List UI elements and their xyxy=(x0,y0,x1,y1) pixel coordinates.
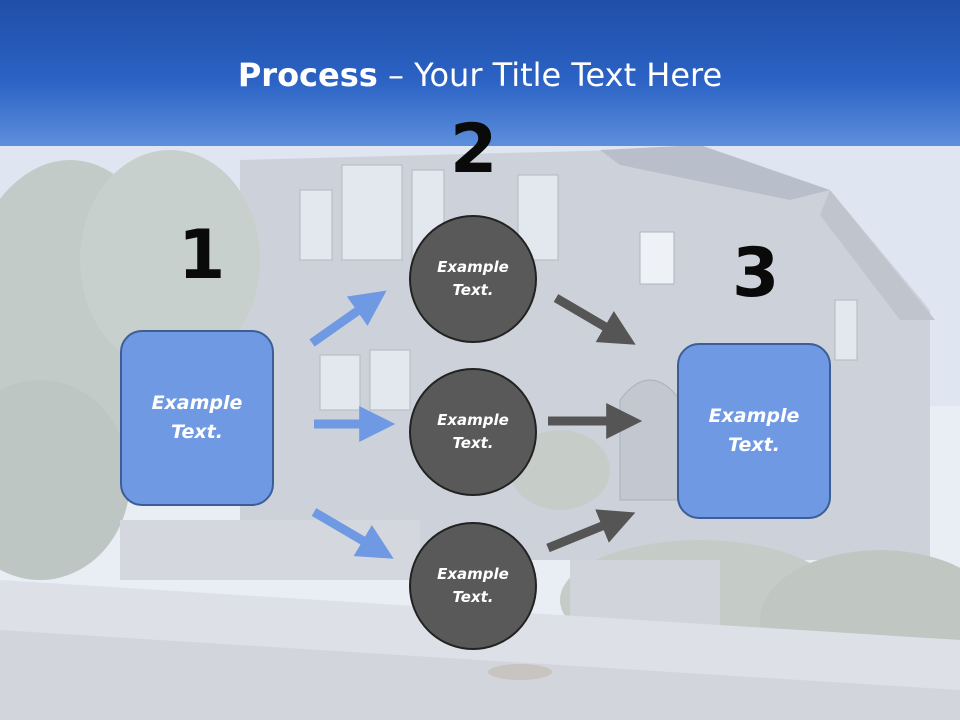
step-1-box-line2: Text. xyxy=(171,421,223,443)
circle-top-line2: Text. xyxy=(452,281,494,299)
circle-middle-line1: Example xyxy=(437,411,509,429)
circle-bottom-line1: Example xyxy=(437,565,509,583)
arrow-box1-to-circle3 xyxy=(311,508,394,559)
arrow-box1-to-circle1 xyxy=(309,290,387,347)
step-1-box-line1: Example xyxy=(151,392,243,414)
step-3-box-line1: Example xyxy=(708,405,800,427)
circle-top-line1: Example xyxy=(437,258,509,276)
step-3-box-line2: Text. xyxy=(728,434,780,456)
arrow-circle1-to-box3 xyxy=(553,294,636,345)
circle-bottom-line2: Text. xyxy=(452,588,494,606)
arrow-circle3-to-box3 xyxy=(546,509,636,553)
title-rest: – Your Title Text Here xyxy=(377,56,723,94)
slide-title: Process – Your Title Text Here xyxy=(0,54,960,96)
step-number-1: 1 xyxy=(178,216,226,295)
header-banner xyxy=(0,0,960,146)
step-number-2: 2 xyxy=(450,110,498,189)
step-number-3: 3 xyxy=(732,234,780,313)
title-bold: Process xyxy=(237,56,378,94)
circle-middle-line2: Text. xyxy=(452,434,494,452)
